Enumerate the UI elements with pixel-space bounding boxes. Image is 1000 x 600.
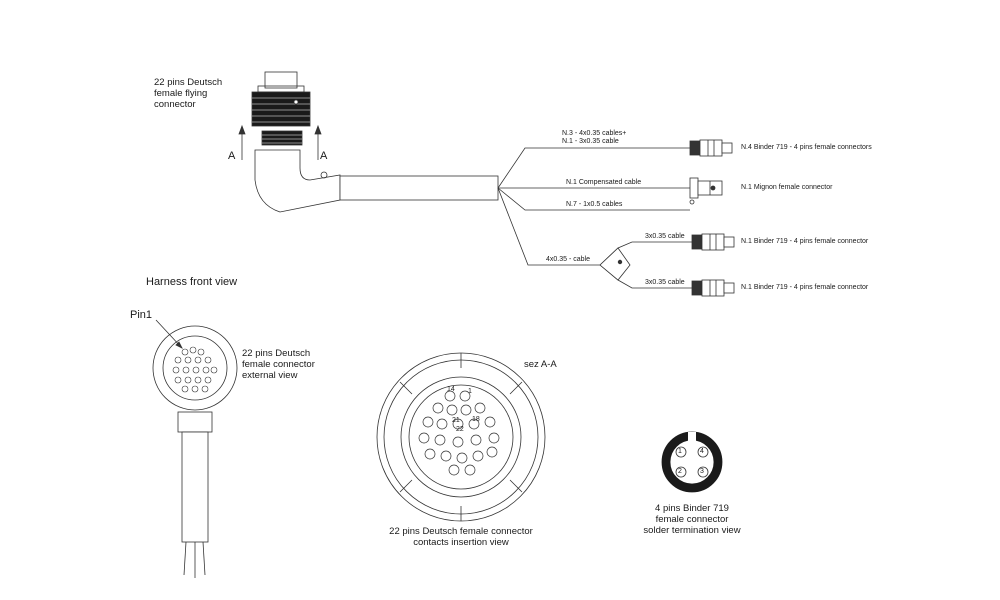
flying-connector-label-line-2: female flying: [154, 87, 208, 99]
section-pin-14: 14: [447, 386, 455, 393]
cable-branch-2-label: N.1 Compensated cable: [566, 179, 642, 186]
binder-connector-group-drawing: [689, 139, 733, 157]
flying-connector-label-line-3: connector: [154, 98, 196, 110]
binder-view-caption-line-2: female connector: [655, 513, 729, 525]
cable-branch-4-label: 4x0.35 - cable: [546, 256, 590, 263]
section-view-caption: 22 pins Deutsch female connector contact…: [381, 526, 541, 549]
section-mark-left: A: [228, 150, 236, 162]
front-view-label: 22 pins Deutsch female connector externa…: [242, 348, 315, 382]
binder-upper-label: N.1 Binder 719 - 4 pins female connector: [741, 238, 869, 245]
front-view-label-line-1: 22 pins Deutsch: [242, 348, 311, 359]
flying-connector-drawing: [238, 71, 499, 213]
front-view-title: Harness front view: [146, 276, 238, 288]
binder-pin-3: 3: [700, 468, 704, 475]
binder-connector-lower-drawing: [691, 279, 735, 297]
split-lower-cable-label: 3x0.35 cable: [645, 279, 685, 286]
section-pin-1: 1: [468, 388, 472, 395]
section-view-drawing: [376, 352, 546, 522]
flying-connector-label-line-1: 22 pins Deutsch: [154, 77, 223, 88]
section-view-caption-line-2: contacts insertion view: [413, 536, 509, 548]
binder-connector-upper-drawing: [691, 233, 735, 251]
binder-view-caption-line-1: 4 pins Binder 719: [655, 503, 729, 514]
front-view-label-line-3: external view: [242, 369, 298, 381]
binder-group-label: N.4 Binder 719 - 4 pins female connector…: [741, 144, 872, 151]
section-pin-18: 18: [472, 416, 480, 423]
cable-branch-1-line-2: N.1 - 3x0.35 cable: [562, 138, 619, 146]
binder-pin-4: 4: [700, 448, 704, 455]
mignon-connector-drawing: [689, 177, 723, 205]
split-upper-cable-label: 3x0.35 cable: [645, 233, 685, 240]
section-pin-22: 22: [456, 426, 464, 433]
cable-branch-1-line-1: N.3 - 4x0.35 cables+: [562, 130, 627, 137]
section-view-title: sez A-A: [524, 359, 557, 370]
cable-branch-3-label: N.7 - 1x0.5 cables: [566, 201, 623, 208]
binder-view-drawing: [661, 431, 723, 493]
front-view-label-line-2: female connector: [242, 358, 315, 370]
mignon-connector-label: N.1 Mignon female connector: [741, 184, 833, 191]
section-pin-21: 21: [452, 417, 460, 424]
binder-lower-label: N.1 Binder 719 - 4 pins female connector: [741, 284, 869, 291]
section-mark-right: A: [320, 150, 328, 162]
binder-pin-1: 1: [678, 448, 682, 455]
binder-view-caption-line-3: solder termination view: [643, 524, 741, 536]
section-view-caption-line-1: 22 pins Deutsch female connector: [389, 526, 533, 537]
binder-pin-2: 2: [678, 468, 682, 475]
binder-view-caption: 4 pins Binder 719 female connector solde…: [622, 503, 762, 537]
pin1-label: Pin1: [130, 309, 153, 321]
cable-branches: [497, 147, 692, 289]
front-view-drawing: [152, 319, 238, 578]
cable-branch-1-label: N.3 - 4x0.35 cables+ N.1 - 3x0.35 cable: [562, 130, 626, 146]
flying-connector-label: 22 pins Deutsch female flying connector: [154, 77, 223, 111]
